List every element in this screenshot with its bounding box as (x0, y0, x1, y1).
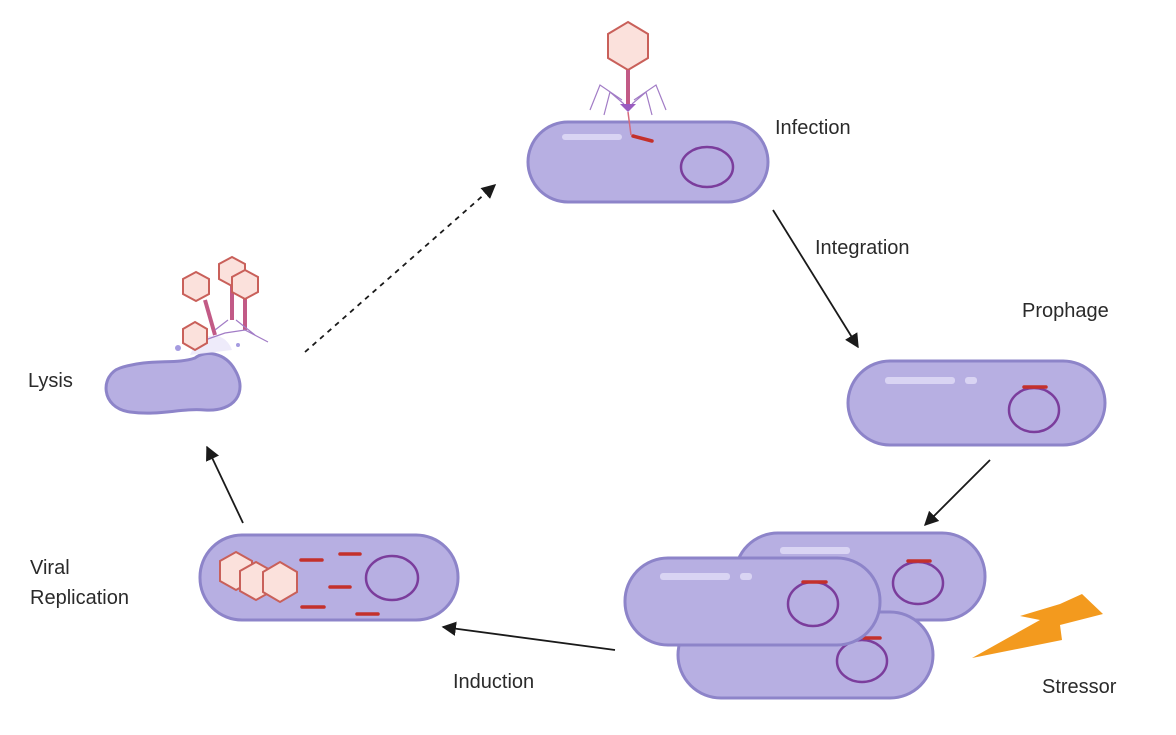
prophage-cell (846, 359, 1107, 447)
arrow-integration (772, 209, 859, 349)
label-viral-line2: Replication (30, 587, 129, 609)
label-lysis: Lysis (28, 370, 73, 392)
label-stressor: Stressor (1042, 676, 1117, 698)
infection-cell (526, 120, 770, 204)
arrow-replication (923, 459, 991, 527)
label-viral-line1: Viral (30, 557, 70, 579)
label-prophage: Prophage (1022, 300, 1109, 322)
dividing-cells (623, 531, 987, 700)
lysed-cell (104, 335, 242, 415)
arrow-lysis (206, 445, 244, 524)
label-infection: Infection (775, 117, 851, 139)
lightning-bolt-icon (972, 594, 1103, 658)
label-integration: Integration (815, 237, 910, 259)
viral-replication-cell (198, 533, 460, 622)
arrow-reinfection-dotted (304, 184, 497, 353)
bacteriophage-icon (589, 20, 667, 136)
released-phages-icon (182, 255, 269, 352)
label-induction: Induction (453, 671, 534, 693)
arrow-induction (441, 621, 616, 651)
